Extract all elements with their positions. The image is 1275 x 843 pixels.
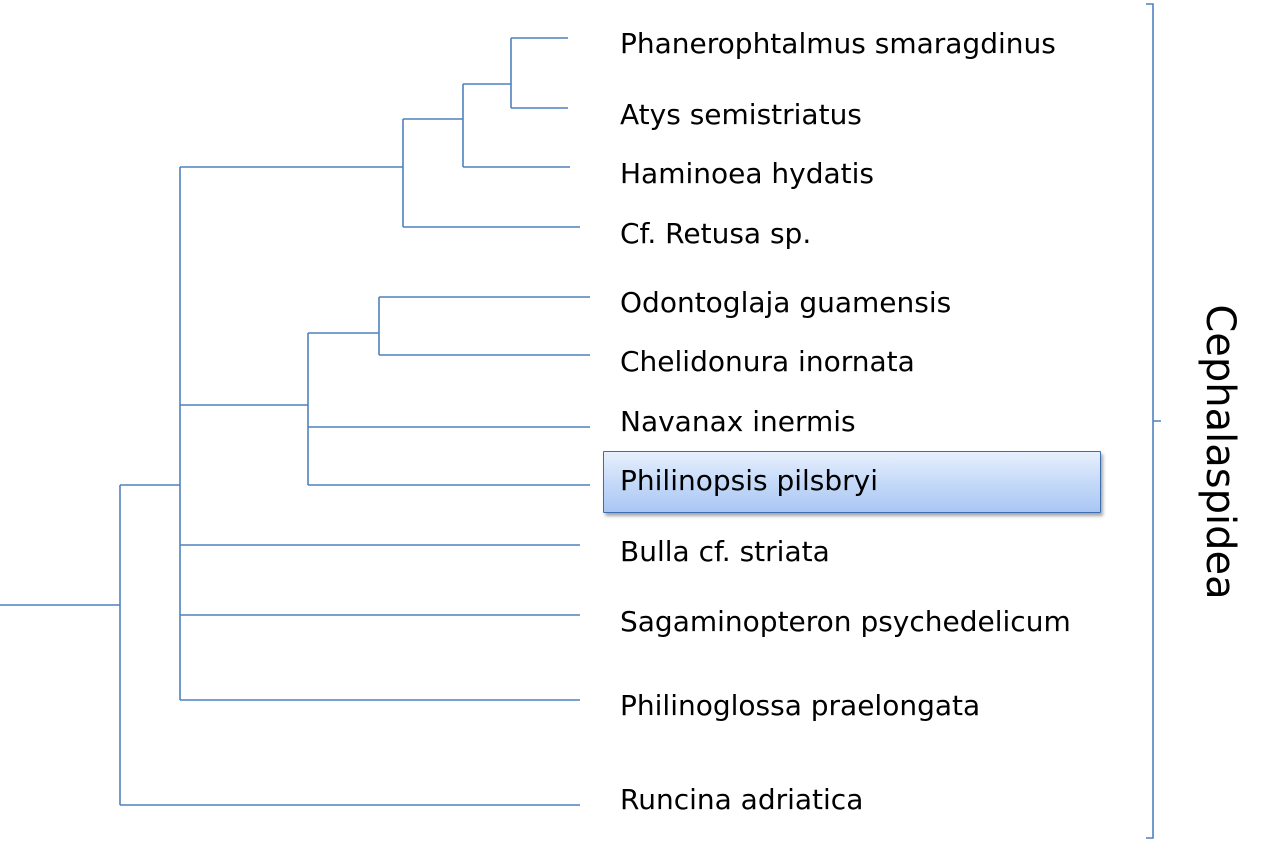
taxon-label: Bulla cf. striata [620, 535, 830, 568]
taxon-label: Odontoglaja guamensis [620, 286, 952, 319]
taxon-label: Haminoea hydatis [620, 157, 875, 190]
taxon-label: Navanax inermis [620, 405, 856, 438]
taxon-label: Chelidonura inornata [620, 345, 915, 378]
taxon-label: Philinoglossa praelongata [620, 689, 981, 722]
taxon-label: Atys semistriatus [620, 98, 862, 131]
taxon-label: Cf. Retusa sp. [620, 217, 812, 250]
taxon-label: Sagaminopteron psychedelicum [620, 605, 1071, 638]
taxon-label: Phanerophtalmus smaragdinus [620, 27, 1056, 60]
group-label: Cephalaspidea [1197, 304, 1243, 600]
group-bracket [1146, 3, 1161, 839]
highlight-box [603, 451, 1101, 513]
taxon-label-highlighted: Philinopsis pilsbryi [620, 464, 879, 497]
taxon-label: Runcina adriatica [620, 783, 864, 816]
